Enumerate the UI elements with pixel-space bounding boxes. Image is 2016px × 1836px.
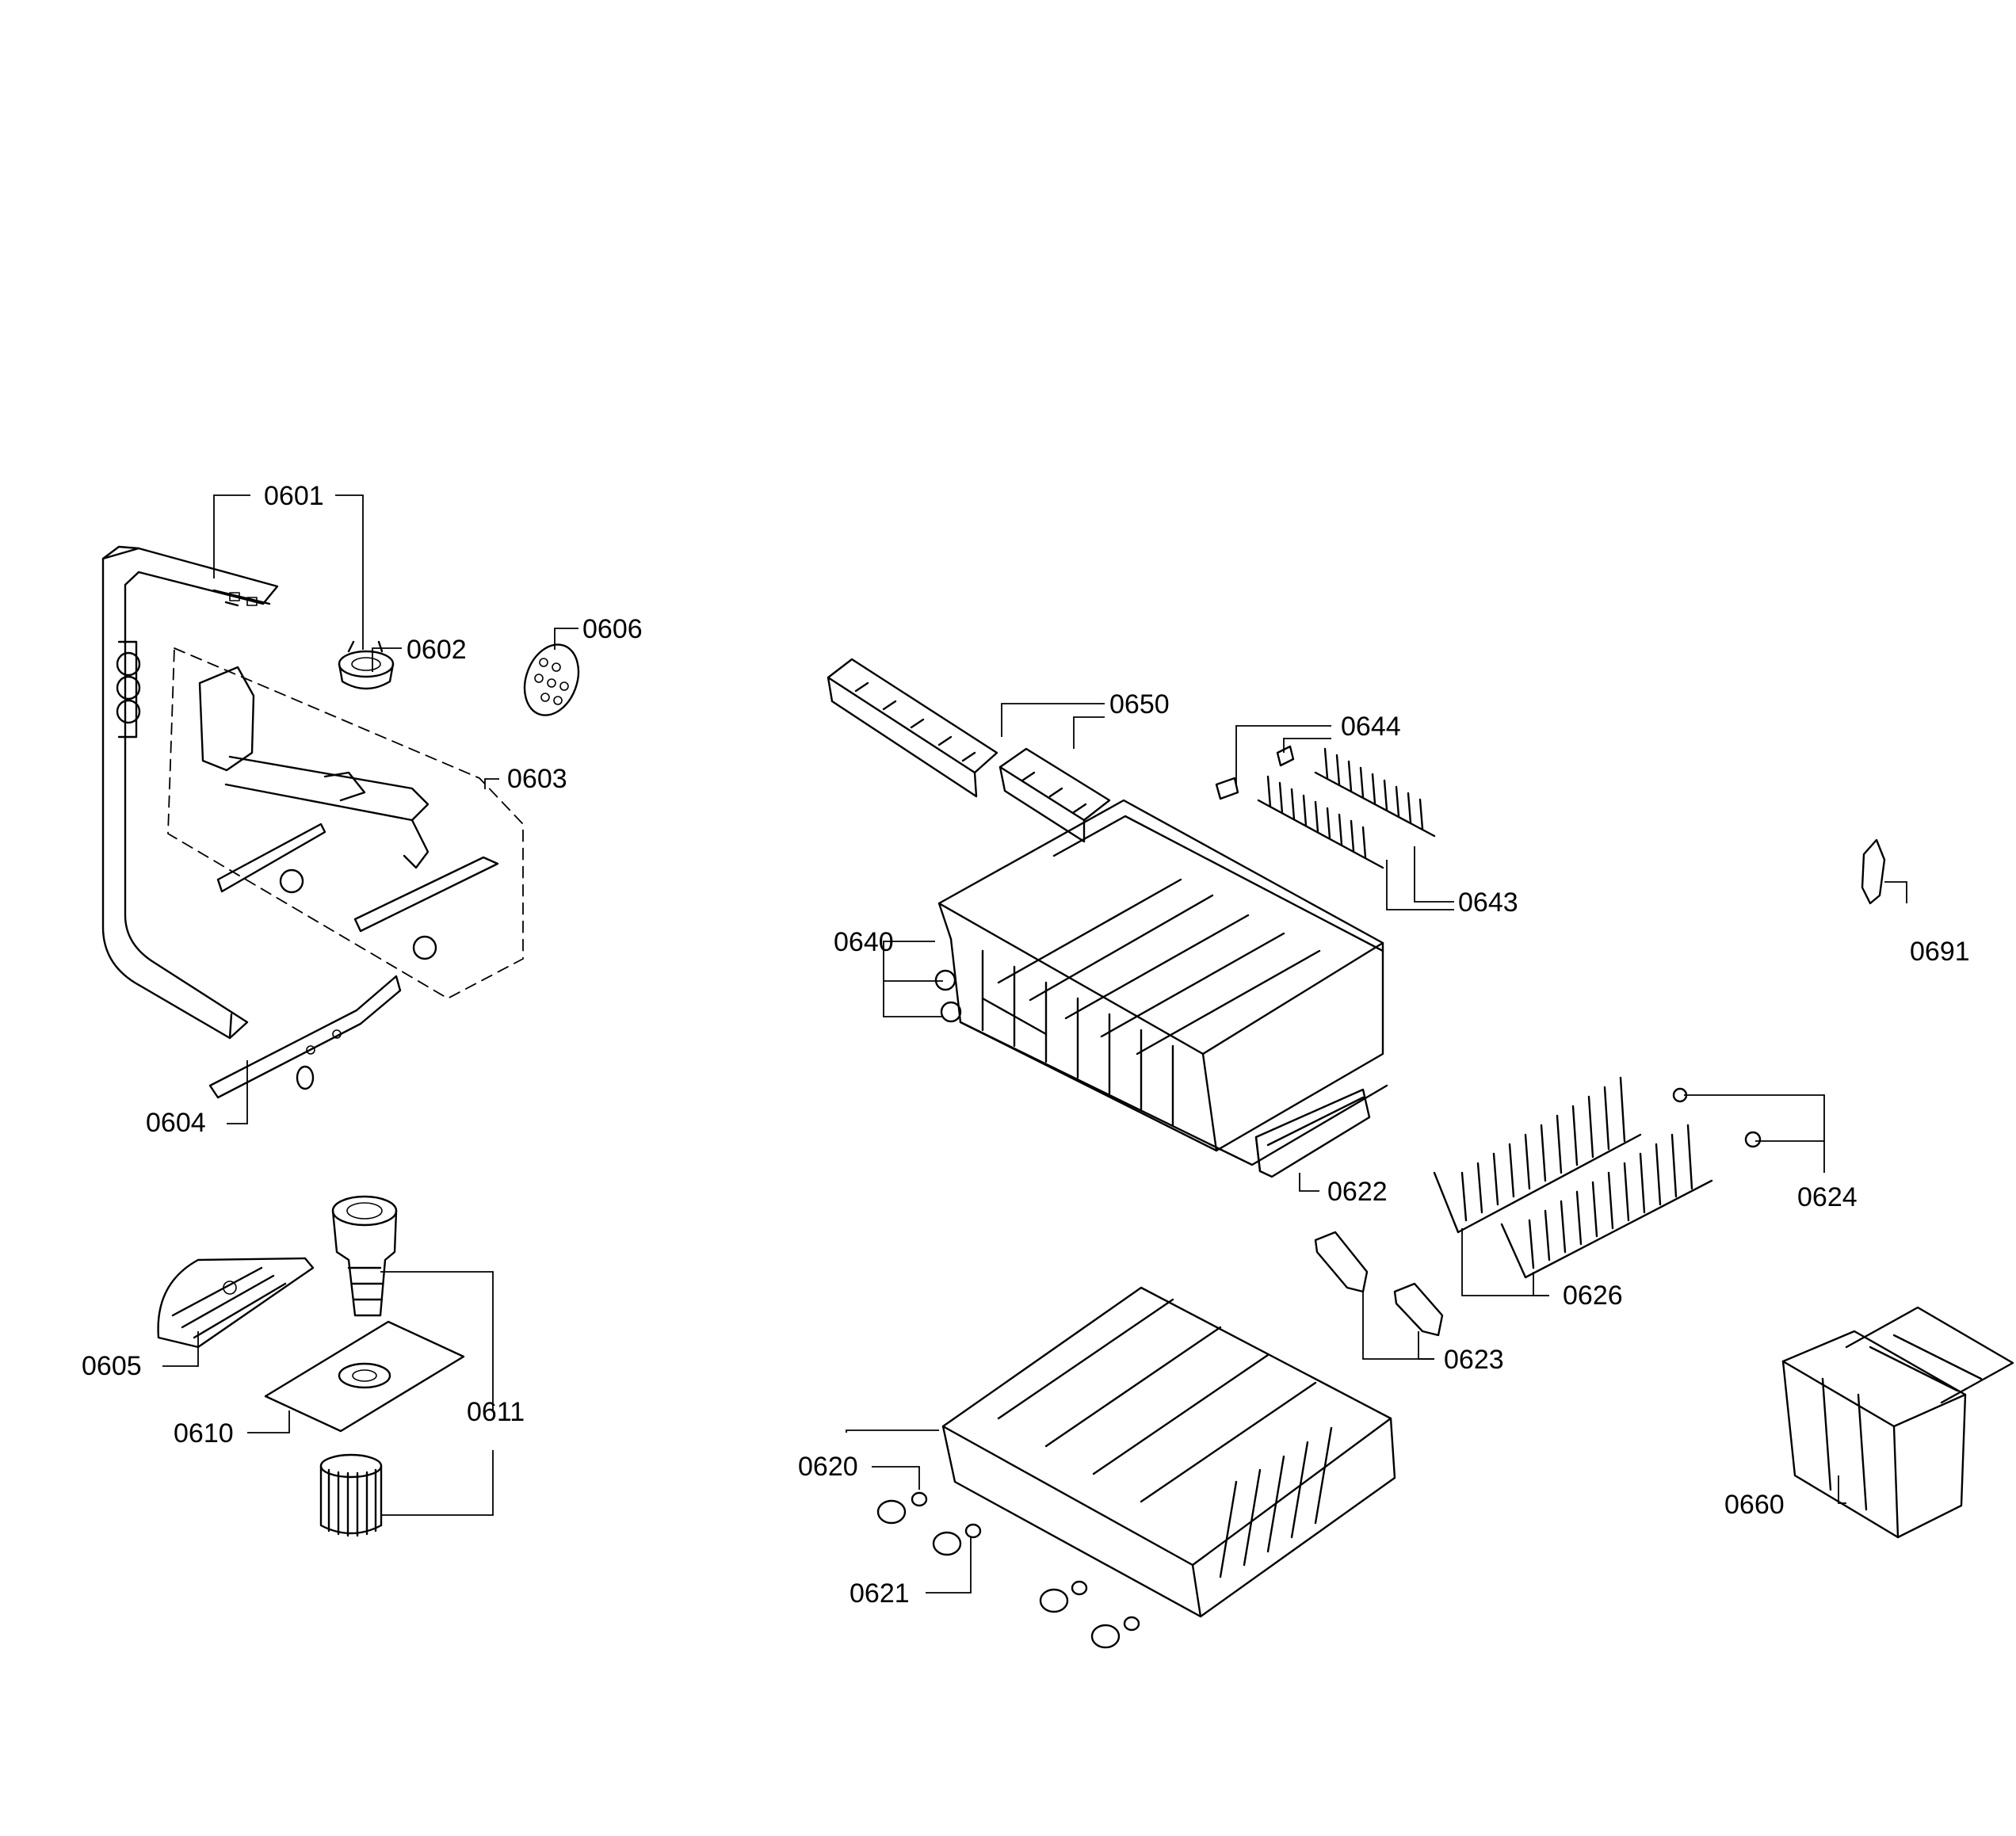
small-clip-part	[1861, 838, 1886, 905]
upper-basket-part	[934, 799, 1388, 1166]
callout-0691: 0691	[1910, 937, 1970, 967]
rack-clip-part-b	[1276, 745, 1295, 767]
rack-clip-part-a	[1215, 777, 1239, 800]
filter-disc-part	[523, 643, 580, 716]
callout-0660: 0660	[1724, 1490, 1785, 1520]
callout-0650: 0650	[1109, 689, 1170, 720]
wheel-part-1	[876, 1491, 928, 1525]
tine-rack-lower-a-part	[1433, 1076, 1642, 1234]
tine-rack-upper-b-part	[1314, 747, 1436, 838]
callout-0640: 0640	[834, 927, 894, 957]
small-connector-part-b	[1744, 1131, 1762, 1148]
cup-rack-short-part	[998, 747, 1111, 843]
tine-rack-upper-a-part	[1257, 775, 1384, 869]
rack-guide-part-b	[1393, 1282, 1444, 1337]
upper-spray-arm-assembly-part	[167, 647, 524, 999]
leader-lines	[162, 494, 1907, 1594]
lower-spray-arm-part	[208, 975, 402, 1099]
pipe-connector-part	[338, 640, 395, 690]
callout-0626: 0626	[1563, 1281, 1623, 1311]
microfilter-cylinder-part	[331, 1195, 398, 1317]
rack-guide-part-a	[1314, 1231, 1369, 1293]
wheel-part-2	[932, 1523, 982, 1556]
callout-0603: 0603	[507, 764, 567, 794]
callout-0624: 0624	[1797, 1182, 1858, 1212]
lower-basket-part	[941, 1286, 1396, 1618]
callout-0621: 0621	[850, 1578, 910, 1609]
callout-0622: 0622	[1327, 1177, 1388, 1207]
callout-0606: 0606	[582, 614, 643, 644]
callout-0604: 0604	[146, 1108, 206, 1138]
callout-0605: 0605	[82, 1351, 142, 1381]
basket-handle-part	[1254, 1088, 1371, 1178]
callout-0623: 0623	[1444, 1345, 1504, 1375]
cup-rack-long-part	[827, 658, 998, 798]
filter-cover-part	[157, 1257, 315, 1349]
wheel-part-4	[1090, 1616, 1140, 1649]
supply-pipe-part	[101, 545, 279, 1040]
fine-filter-cylinder-part	[319, 1453, 383, 1537]
callout-0644: 0644	[1341, 712, 1401, 742]
flat-filter-plate-part	[264, 1320, 465, 1433]
callout-0611: 0611	[467, 1397, 525, 1427]
callout-0610: 0610	[174, 1418, 234, 1449]
callout-0643: 0643	[1458, 887, 1518, 918]
callout-0601: 0601	[264, 481, 324, 511]
callout-0620: 0620	[798, 1452, 858, 1482]
wheel-part-3	[1039, 1580, 1088, 1613]
callout-0602: 0602	[407, 635, 467, 665]
cutlery-basket-part	[1781, 1306, 2014, 1539]
tine-rack-lower-b-part	[1500, 1124, 1713, 1279]
